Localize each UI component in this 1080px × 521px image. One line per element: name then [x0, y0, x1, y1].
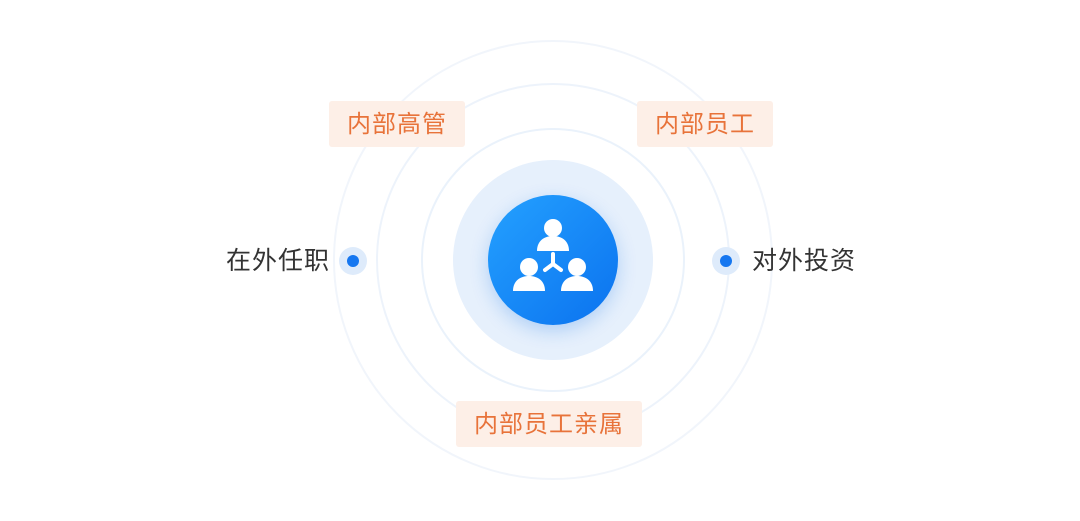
- node-dot-left: [339, 247, 367, 275]
- node-dot-right: [712, 247, 740, 275]
- label-external-positions: 在外任职: [226, 246, 331, 275]
- tag-internal-executives: 内部高管: [329, 101, 465, 147]
- people-network-icon: [513, 219, 593, 291]
- tag-internal-employees: 内部员工: [637, 101, 773, 147]
- inner-ring: [421, 128, 685, 392]
- label-external-investments: 对外投资: [752, 246, 857, 275]
- tag-employee-relatives: 内部员工亲属: [456, 401, 642, 447]
- center-hub: [488, 195, 618, 325]
- outer-ring: [333, 40, 773, 480]
